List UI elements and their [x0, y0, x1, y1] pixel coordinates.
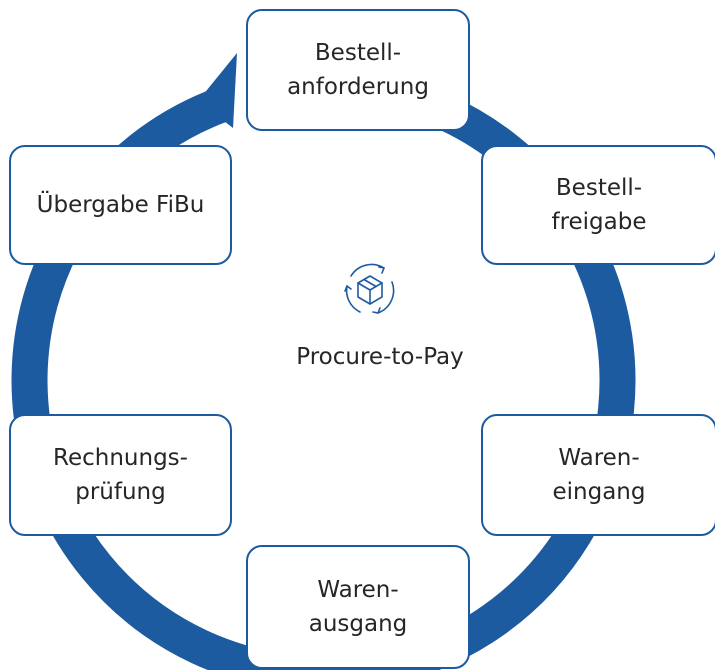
step-warenausgang: Waren- ausgang [246, 545, 470, 669]
step-wareneingang: Waren- eingang [481, 414, 715, 536]
step-label: Waren- eingang [552, 445, 646, 505]
step-rechnungspruefung: Rechnungs- prüfung [9, 414, 232, 536]
step-bestellfreigabe: Bestell- freigabe [481, 145, 715, 265]
cycle-arrow-head [198, 53, 237, 128]
step-label: Rechnungs- prüfung [53, 445, 188, 505]
step-label: Bestell- anforderung [287, 40, 429, 100]
step-label: Waren- ausgang [308, 577, 408, 637]
step-bestellanforderung: Bestell- anforderung [246, 9, 470, 131]
step-uebergabe-fibu: Übergabe FiBu [9, 145, 232, 265]
step-label: Bestell- freigabe [551, 175, 647, 235]
diagram-title: Procure-to-Pay [296, 344, 464, 370]
box-cycle-icon [344, 263, 395, 314]
step-label: Übergabe FiBu [36, 192, 205, 218]
